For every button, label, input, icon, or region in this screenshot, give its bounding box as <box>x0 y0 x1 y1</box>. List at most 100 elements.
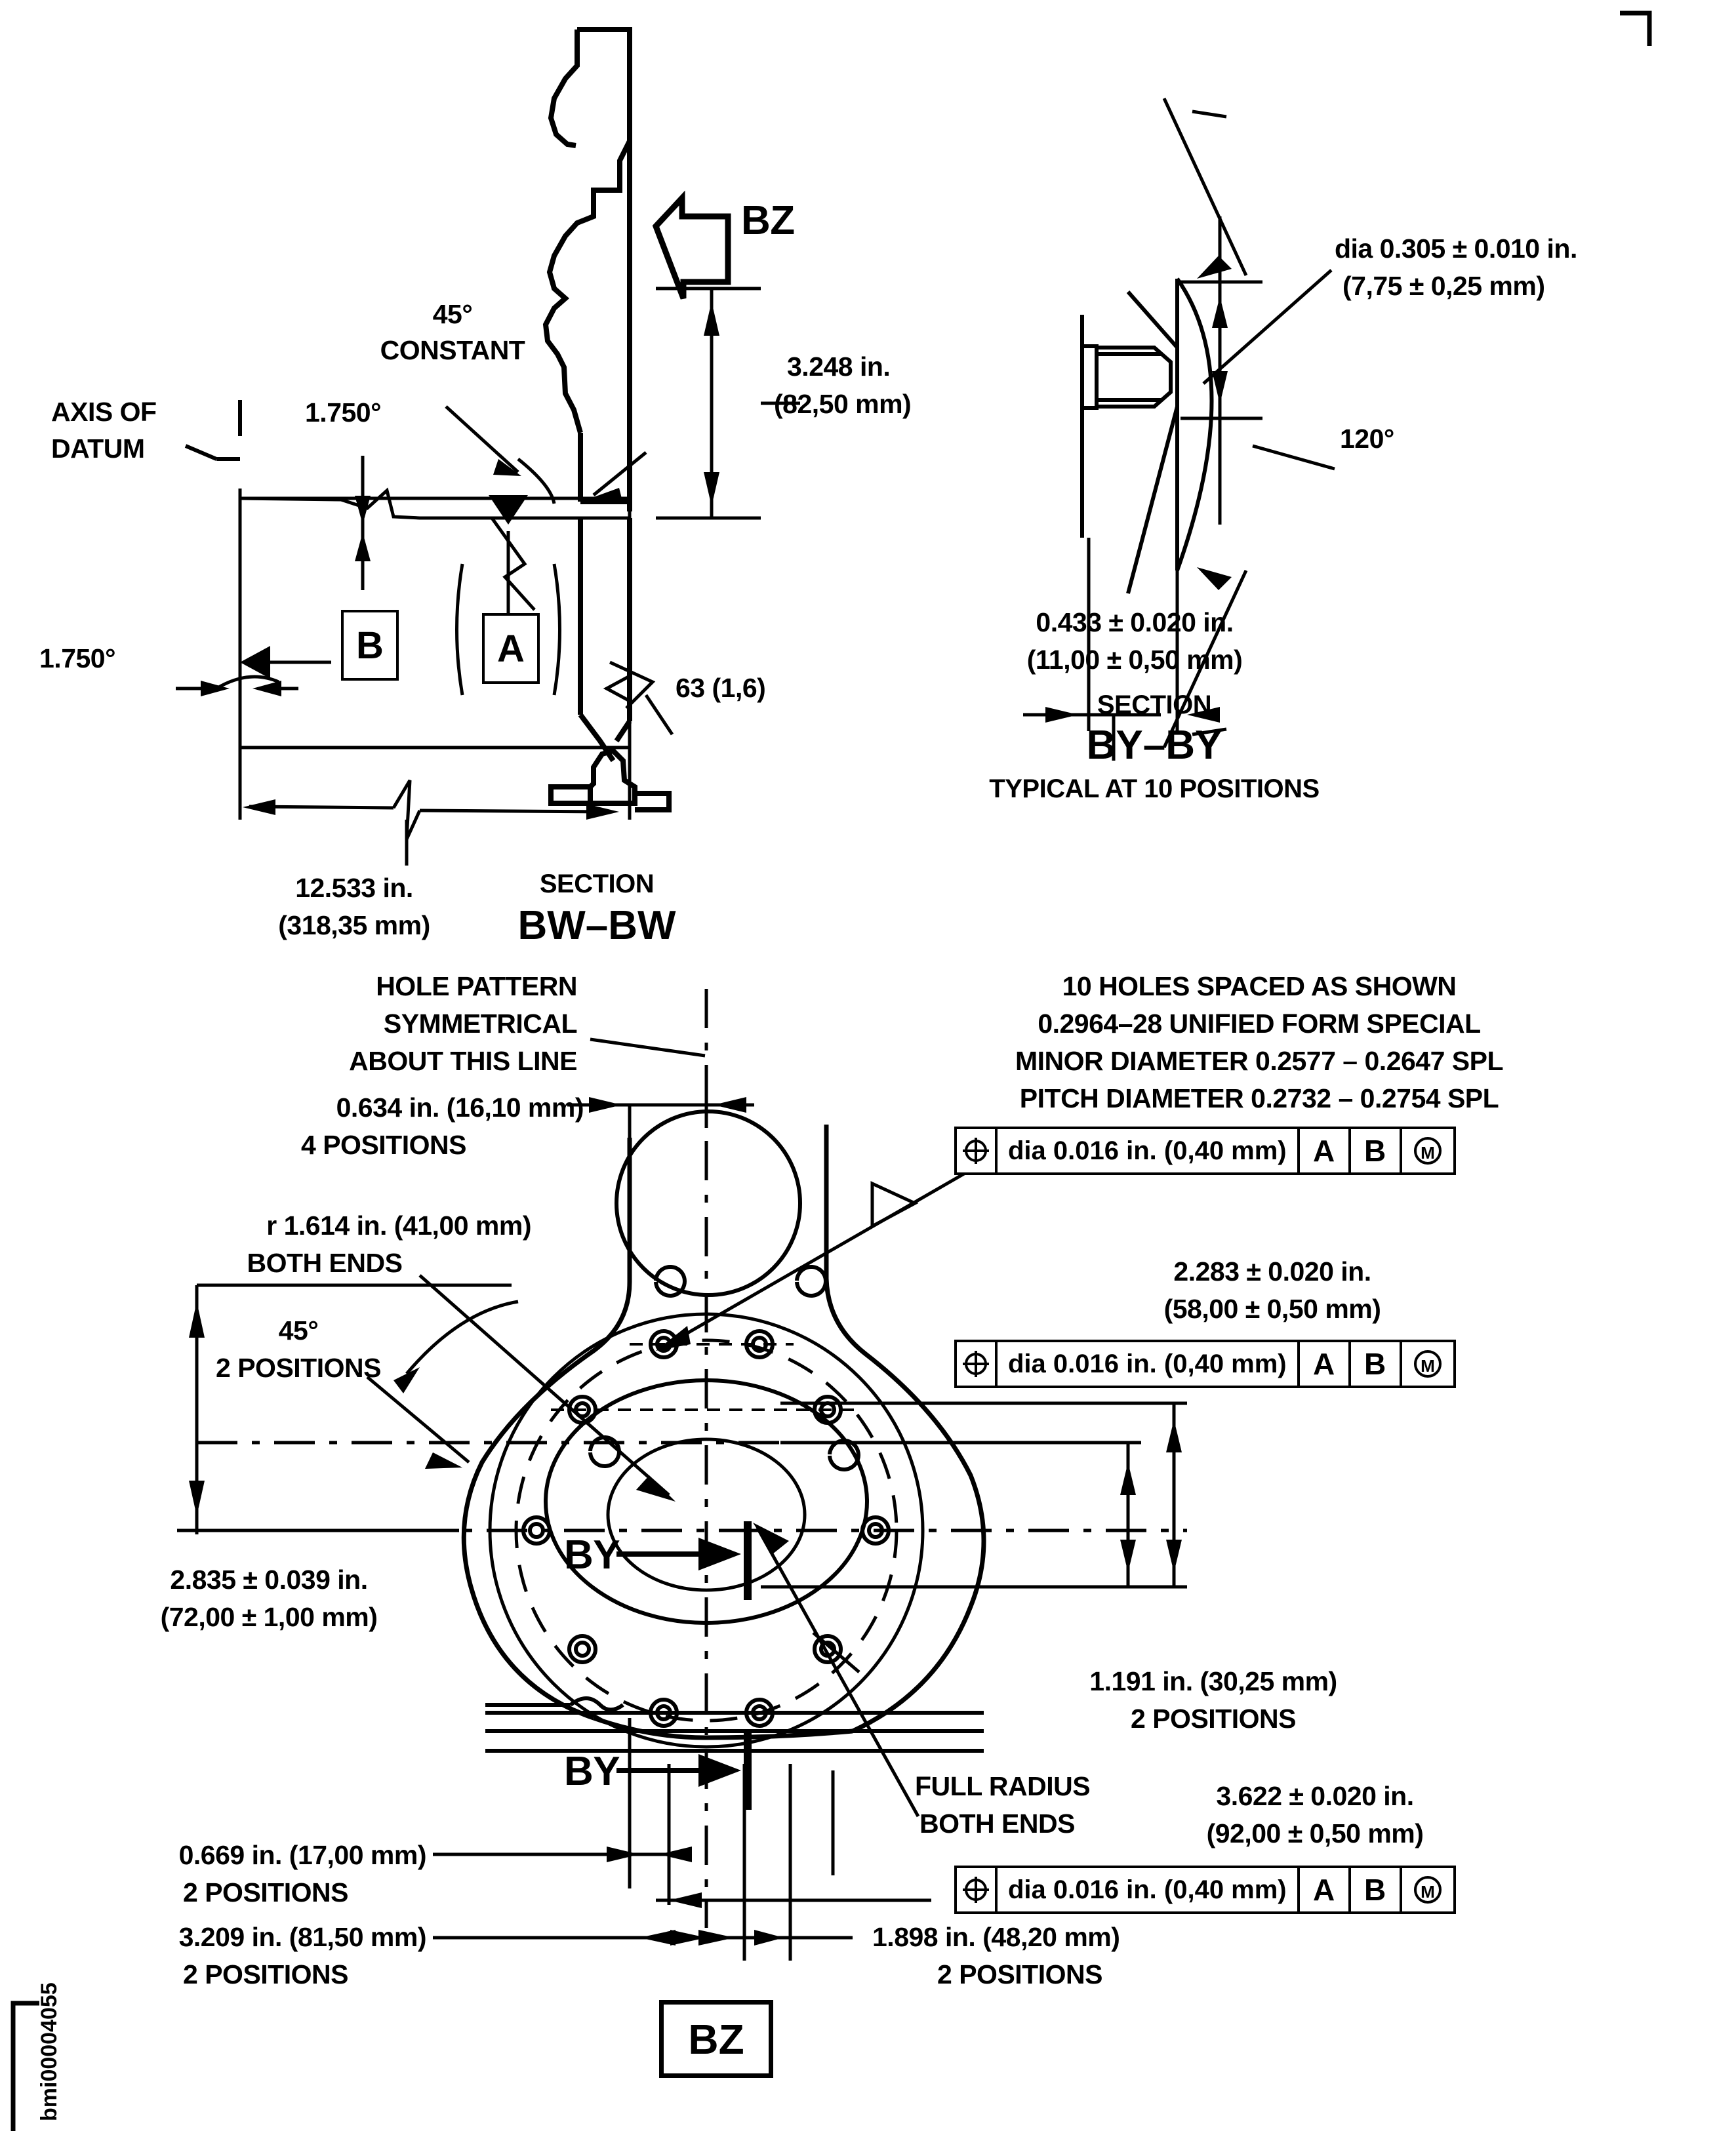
plan-dim-1898-arrowheads <box>698 1930 784 1946</box>
position-symbol-icon <box>957 1129 998 1172</box>
plan-radius-label-2: BOTH ENDS <box>247 1248 403 1278</box>
length-dim-12533-mm: (318,35 mm) <box>278 910 430 940</box>
hole-note-line-4: PITCH DIAMETER 0.2732 – 0.2754 SPL <box>1019 1083 1499 1113</box>
datum-b-triangle <box>240 646 270 679</box>
height-dim-3248-mm: (82,50 mm) <box>774 389 912 419</box>
fcf-tolerance-value: dia 0.016 in. (0,40 mm) <box>998 1868 1300 1911</box>
plan-dim-2283-arrowheads <box>1120 1420 1182 1572</box>
plan-dim-0634-label-2: 4 POSITIONS <box>301 1130 466 1160</box>
taper-angle-bottom-label: 1.750° <box>39 643 116 673</box>
svg-text:M: M <box>1421 1356 1435 1376</box>
axis-of-datum-tick <box>184 400 242 461</box>
feature-control-frame-1: dia 0.016 in. (0,40 mm) A B M <box>954 1127 1456 1175</box>
fcf-datum-secondary: B <box>1351 1868 1402 1911</box>
plan-symmetry-leader <box>590 1037 706 1058</box>
full-radius-label-2: BOTH ENDS <box>919 1808 1075 1839</box>
plan-bottom-extension-lines <box>667 1764 835 1908</box>
plan-dim-2835-label-2: (72,00 ± 1,00 mm) <box>160 1602 378 1632</box>
plan-dim-0634-label-1: 0.634 in. (16,10 mm) <box>336 1092 584 1123</box>
plan-dim-1191-label-1: 1.191 in. (30,25 mm) <box>1089 1666 1337 1696</box>
fcf-datum-primary: A <box>1300 1129 1351 1172</box>
datum-a-triangle <box>489 495 528 525</box>
surface-finish-label: 63 (1,6) <box>676 673 766 703</box>
mmc-modifier-icon: M <box>1402 1342 1453 1386</box>
plan-section-label-by-bottom: BY <box>564 1749 620 1794</box>
surface-finish-symbol <box>603 673 674 736</box>
plan-dim-1898-label-2: 2 POSITIONS <box>937 1959 1102 1989</box>
plan-45-arrowheads <box>394 1367 462 1469</box>
sheet-corner-mark <box>1620 10 1652 46</box>
plan-view-label-bz-box: BZ <box>659 2000 773 2078</box>
taper-top-arrowheads <box>355 496 371 561</box>
fcf-tolerance-value: dia 0.016 in. (0,40 mm) <box>998 1342 1300 1386</box>
by-thickness-arrowheads <box>1045 707 1220 723</box>
plan-inner-boss <box>544 1378 869 1625</box>
section-bw-body-lines <box>238 487 632 787</box>
plan-inner-boss-2 <box>606 1437 807 1592</box>
length-dimension-arrowheads <box>243 799 619 820</box>
by-thickness-dim-mm: (11,00 ± 0,50 mm) <box>1026 645 1243 675</box>
mmc-modifier-icon: M <box>1402 1129 1453 1172</box>
position-symbol-icon <box>957 1342 998 1386</box>
plan-dim-0669-arrowheads <box>607 1847 692 1862</box>
plan-dim-0669 <box>433 1718 676 1895</box>
plan-dim-0634-arrowheads <box>589 1097 746 1113</box>
height-dim-3248-in: 3.248 in. <box>787 351 891 382</box>
figure-id-label: bmi00004055 <box>37 1982 62 2121</box>
fcf-datum-primary: A <box>1300 1342 1351 1386</box>
by-120-arrowheads <box>1197 256 1232 590</box>
length-dim-12533-in: 12.533 in. <box>295 873 413 903</box>
position-symbol-icon <box>957 1868 998 1911</box>
taper-angle-top-label: 1.750° <box>305 397 382 428</box>
plan-top-circle <box>615 1109 802 1297</box>
plan-dim-3209-label-1: 3.209 in. (81,50 mm) <box>178 1922 427 1952</box>
section-bw-word: SECTION <box>539 869 655 898</box>
plan-thread-callout-leader <box>661 1172 965 1349</box>
mmc-modifier-icon: M <box>1402 1868 1453 1911</box>
plan-section-label-by-top: BY <box>564 1532 620 1578</box>
plan-bolt-circle <box>514 1338 898 1723</box>
datum-feature-b-box: B <box>341 610 399 681</box>
plan-angle-45-label-1: 45° <box>278 1315 319 1346</box>
plan-lower-detail <box>485 1696 984 1753</box>
hole-pattern-note-3: ABOUT THIS LINE <box>349 1046 577 1076</box>
plan-angle-45-label-2: 2 POSITIONS <box>216 1353 381 1383</box>
taper-bottom-arrowheads <box>201 681 281 696</box>
plan-dim-2283-label-2: (58,00 ± 0,50 mm) <box>1163 1294 1381 1324</box>
plan-inner-arc <box>488 1312 925 1749</box>
angle-45-arrowhead <box>493 459 521 476</box>
by-dia-leader <box>1202 269 1333 385</box>
plan-body-outline <box>461 1125 986 1740</box>
bz-view-arrow-label: BZ <box>741 198 795 243</box>
fcf-tolerance-value: dia 0.016 in. (0,40 mm) <box>998 1129 1300 1172</box>
section-by-subtitle: TYPICAL AT 10 POSITIONS <box>989 774 1320 803</box>
height-dimension-arrowheads <box>704 302 719 506</box>
datum-a-arcs <box>455 563 561 696</box>
plan-radius-label-1: r 1.614 in. (41,00 mm) <box>266 1210 531 1241</box>
feature-control-frame-2: dia 0.016 in. (0,40 mm) A B M <box>954 1340 1456 1388</box>
plan-45-leader <box>366 1300 519 1464</box>
plan-dim-2835-label-1: 2.835 ± 0.039 in. <box>170 1565 368 1595</box>
fcf-datum-primary: A <box>1300 1868 1351 1911</box>
bz-view-arrow <box>652 190 731 300</box>
angle-45-constant-note: 45° <box>371 298 535 330</box>
by-dia-dim-in: dia 0.305 ± 0.010 in. <box>1335 233 1577 264</box>
section-bw-name: BW–BW <box>517 903 676 948</box>
axis-of-datum-label-2: DATUM <box>51 433 145 464</box>
section-by-geometry <box>1080 277 1214 594</box>
by-thickness-dim-in: 0.433 ± 0.020 in. <box>1036 607 1234 637</box>
datum-feature-a-box: A <box>482 613 540 684</box>
section-bw-profile <box>542 27 672 812</box>
plan-dim-0669-label-2: 2 POSITIONS <box>183 1877 348 1907</box>
hole-pattern-note-2: SYMMETRICAL <box>383 1009 578 1039</box>
axis-of-datum-label-1: AXIS OF <box>51 397 157 427</box>
plan-dim-1898-label-1: 1.898 in. (48,20 mm) <box>872 1922 1120 1952</box>
plan-radius-leader <box>418 1274 670 1496</box>
plan-dim-2835-arrowheads <box>189 1302 205 1516</box>
hole-note-line-1: 10 HOLES SPACED AS SHOWN <box>1062 971 1457 1001</box>
full-radius-label-1: FULL RADIUS <box>915 1771 1091 1801</box>
plan-dim-3209-label-2: 2 POSITIONS <box>183 1959 348 1989</box>
section-by-name: BY–BY <box>1086 723 1222 768</box>
